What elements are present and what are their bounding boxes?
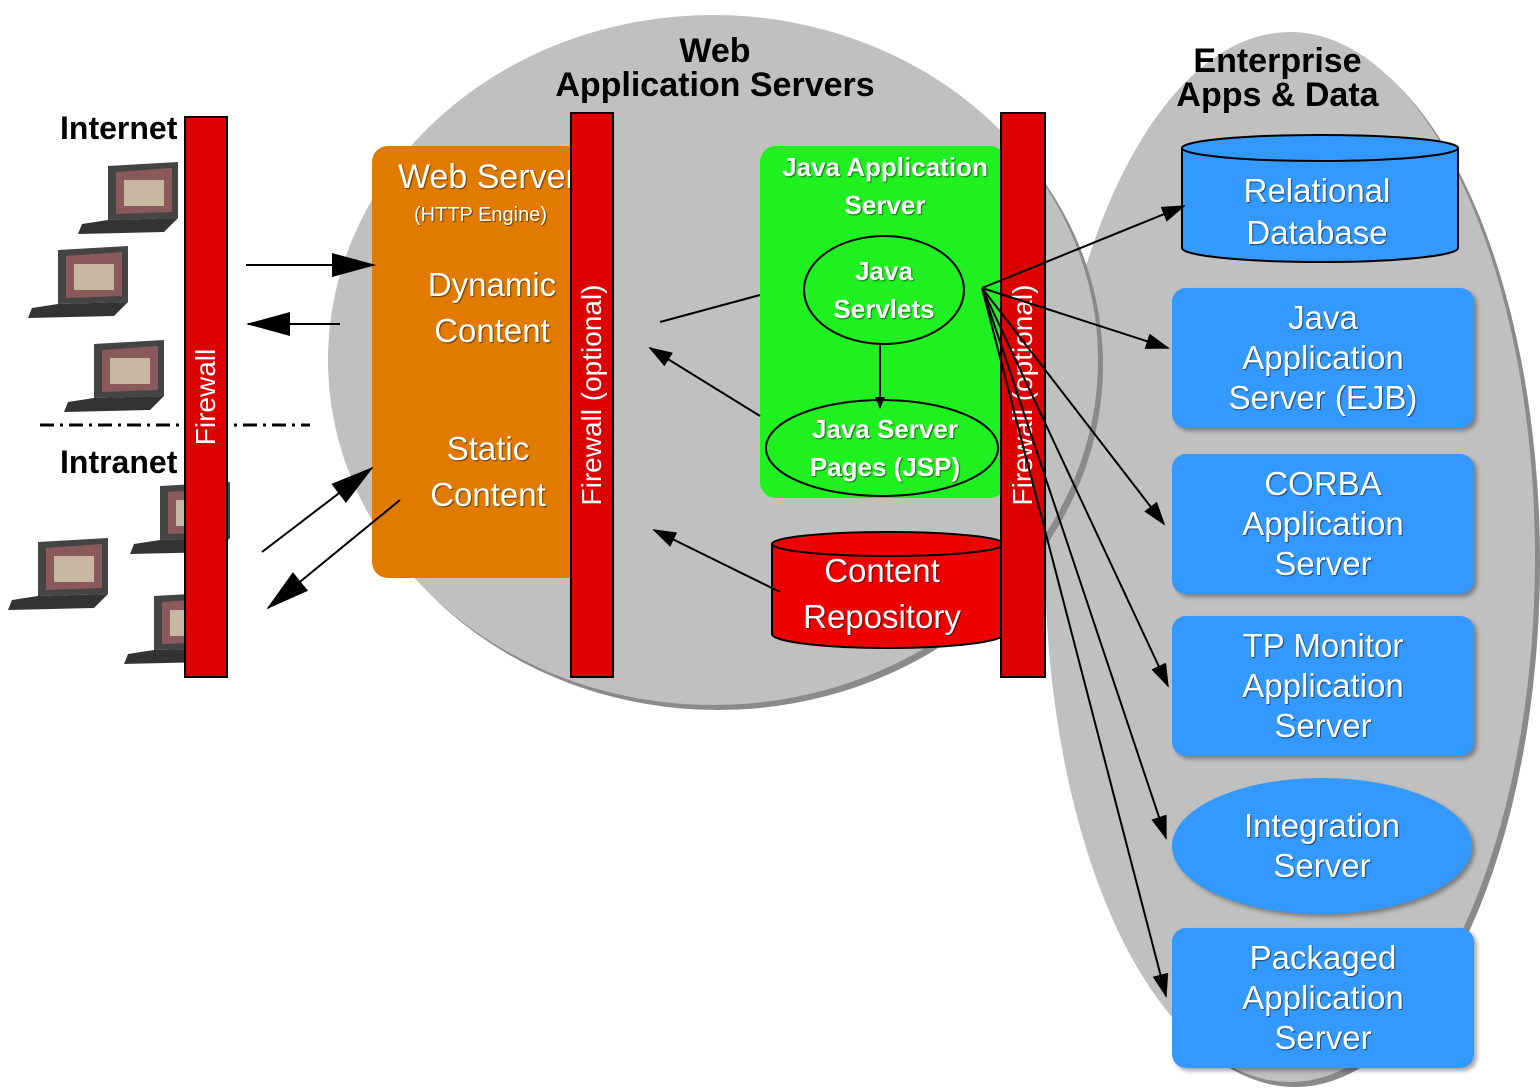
java-to-webserver-line bbox=[659, 294, 761, 323]
java-ejb-server-box: Java Application Server (EJB) bbox=[1172, 288, 1474, 428]
packaged-app-server-label: Packaged Application Server bbox=[1242, 939, 1404, 1056]
web-server-subtitle: (HTTP Engine) bbox=[414, 204, 548, 226]
jsp-label: Java Server Pages (JSP) bbox=[809, 414, 961, 482]
dynamic-content-label: Dynamic Content bbox=[427, 266, 557, 349]
relational-db-cylinder bbox=[1181, 134, 1459, 263]
firewall-middle: Firewall (optional) bbox=[570, 112, 614, 678]
packaged-app-server-box: Packaged Application Server bbox=[1172, 928, 1474, 1068]
integration-server-ellipse: Integration Server bbox=[1172, 778, 1472, 914]
web-app-servers-title: Web Application Servers bbox=[555, 32, 875, 104]
firewall-inner: Firewall (optional) bbox=[1000, 112, 1046, 678]
relational-db-label: Relational Database bbox=[1243, 172, 1391, 251]
firewall-outer: Firewall bbox=[184, 116, 228, 678]
intranet-to-webserver-arrow bbox=[261, 466, 374, 553]
zone-separator bbox=[40, 423, 310, 427]
java-servlets-label: Java Servlets bbox=[833, 256, 935, 324]
java-ejb-server-label: Java Application Server (EJB) bbox=[1228, 299, 1418, 416]
laptop-icon bbox=[28, 246, 128, 318]
corba-server-box: CORBA Application Server bbox=[1172, 454, 1474, 594]
tp-monitor-server-label: TP Monitor Application Server bbox=[1242, 627, 1404, 744]
tp-monitor-server-box: TP Monitor Application Server bbox=[1172, 616, 1474, 756]
static-content-label: Static Content bbox=[430, 430, 546, 513]
webserver-to-intranet-arrow bbox=[266, 499, 401, 610]
servlets-ellipse bbox=[803, 235, 965, 345]
enterprise-title: Enterprise Apps & Data bbox=[1176, 42, 1379, 114]
java-app-server-box: Java Application Server bbox=[760, 146, 1006, 498]
web-server-box: Web Server (HTTP Engine) Dynamic Content… bbox=[372, 146, 582, 578]
content-repository-label: Content Repository bbox=[803, 552, 961, 635]
jsp-to-webserver-arrow bbox=[648, 346, 761, 417]
corba-server-label: CORBA Application Server bbox=[1242, 465, 1404, 582]
java-app-server-title: Java Application Server bbox=[782, 152, 988, 220]
laptop-icon bbox=[64, 340, 164, 412]
repository-to-webserver-arrow bbox=[652, 529, 781, 593]
integration-server-label: Integration Server bbox=[1244, 807, 1400, 884]
web-server-title: Web Server bbox=[398, 158, 577, 196]
laptop-icon bbox=[8, 538, 108, 610]
laptop-icon bbox=[78, 162, 178, 234]
internet-label: Internet bbox=[60, 110, 178, 146]
servlet-to-enterprise-arrows bbox=[981, 205, 1186, 998]
intranet-label: Intranet bbox=[60, 444, 178, 480]
content-repository-cylinder bbox=[771, 531, 1005, 649]
